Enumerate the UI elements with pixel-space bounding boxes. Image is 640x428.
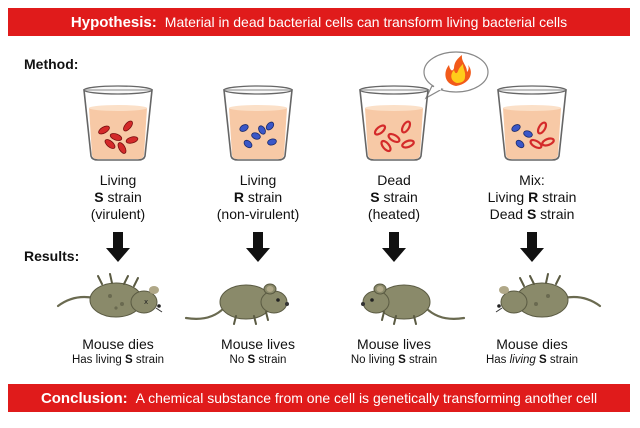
method-label: Method: [24, 56, 79, 72]
hypothesis-banner: Hypothesis: Material in dead bacterial c… [8, 8, 630, 36]
caption-text: strain [244, 189, 283, 205]
caption-living-r: Living R strain (non-virulent) [188, 172, 328, 223]
result-detail: No S strain [183, 353, 333, 368]
caption-text: strain [536, 206, 575, 222]
result-text: strain [405, 354, 438, 366]
strain-letter: S [398, 354, 406, 366]
result-title: Mouse lives [357, 336, 431, 352]
alive-mouse-icon [184, 283, 289, 325]
result-living-s: Mouse dies Has living S strain [43, 336, 193, 368]
result-text: strain [255, 354, 287, 366]
beaker-living-r [220, 82, 296, 162]
strain-letter: S [247, 354, 256, 366]
result-text: No [229, 354, 248, 366]
result-title: Mouse dies [496, 336, 568, 352]
dead-mouse-icon: x [56, 273, 163, 318]
strain-letter: S [125, 354, 133, 366]
caption-line: Living R strain [462, 189, 602, 206]
result-text: Has living [71, 354, 126, 366]
hypothesis-lead: Hypothesis: [70, 13, 157, 31]
strain-letter: S [94, 189, 104, 205]
result-mix: Mouse dies Has living S strain [457, 336, 607, 368]
caption-line: (virulent) [90, 206, 146, 222]
conclusion-banner: Conclusion: A chemical substance from on… [8, 384, 630, 412]
strain-letter: R [528, 189, 539, 205]
result-title: Mouse dies [82, 336, 154, 352]
result-living-r: Mouse lives No S strain [183, 336, 333, 368]
down-arrow-icon [520, 232, 544, 262]
caption-mix: Mix: Living R strain Dead S strain [462, 172, 602, 223]
caption-line: Dead [377, 172, 411, 188]
strain-letter: S [539, 354, 547, 366]
svg-text:x: x [144, 298, 148, 306]
caption-text: Living [487, 189, 529, 205]
result-title: Mouse lives [221, 336, 295, 352]
strain-letter: S [526, 206, 537, 222]
caption-line: (heated) [367, 206, 421, 222]
fire-bubble-icon [423, 51, 489, 100]
alive-mouse-icon [361, 283, 466, 325]
result-emphasis: living [509, 354, 536, 366]
dead-mouse-icon [495, 273, 602, 318]
strain-letter: S [370, 189, 380, 205]
beaker-mix [494, 82, 570, 162]
strain-letter: R [233, 189, 244, 205]
result-detail: No living S strain [319, 353, 469, 368]
caption-line: R strain [188, 189, 328, 206]
caption-living-s: Living S strain (virulent) [48, 172, 188, 223]
conclusion-lead: Conclusion: [40, 389, 128, 407]
result-text: Has [485, 354, 510, 366]
results-label: Results: [24, 248, 80, 264]
result-text: strain [132, 354, 165, 366]
caption-text: Dead [489, 206, 527, 222]
caption-line: Living [99, 172, 137, 188]
down-arrow-icon [106, 232, 130, 262]
caption-line: S strain [48, 189, 188, 206]
hypothesis-text: Material in dead bacterial cells can tra… [164, 14, 568, 30]
caption-line: Living [239, 172, 277, 188]
result-text: strain [546, 354, 579, 366]
result-detail: Has living S strain [457, 353, 607, 368]
caption-text: strain [103, 189, 142, 205]
caption-line: Mix: [519, 172, 545, 188]
caption-dead-s: Dead S strain (heated) [324, 172, 464, 223]
down-arrow-icon [246, 232, 270, 262]
caption-text: strain [538, 189, 577, 205]
caption-line: Dead S strain [462, 206, 602, 223]
result-detail: Has living S strain [43, 353, 193, 368]
result-text: No living [350, 354, 399, 366]
caption-line: (non-virulent) [216, 206, 300, 222]
down-arrow-icon [382, 232, 406, 262]
caption-line: S strain [324, 189, 464, 206]
conclusion-text: A chemical substance from one cell is ge… [135, 390, 598, 406]
caption-text: strain [379, 189, 418, 205]
beaker-dead-s [356, 82, 432, 162]
beaker-living-s [80, 82, 156, 162]
result-dead-s: Mouse lives No living S strain [319, 336, 469, 368]
